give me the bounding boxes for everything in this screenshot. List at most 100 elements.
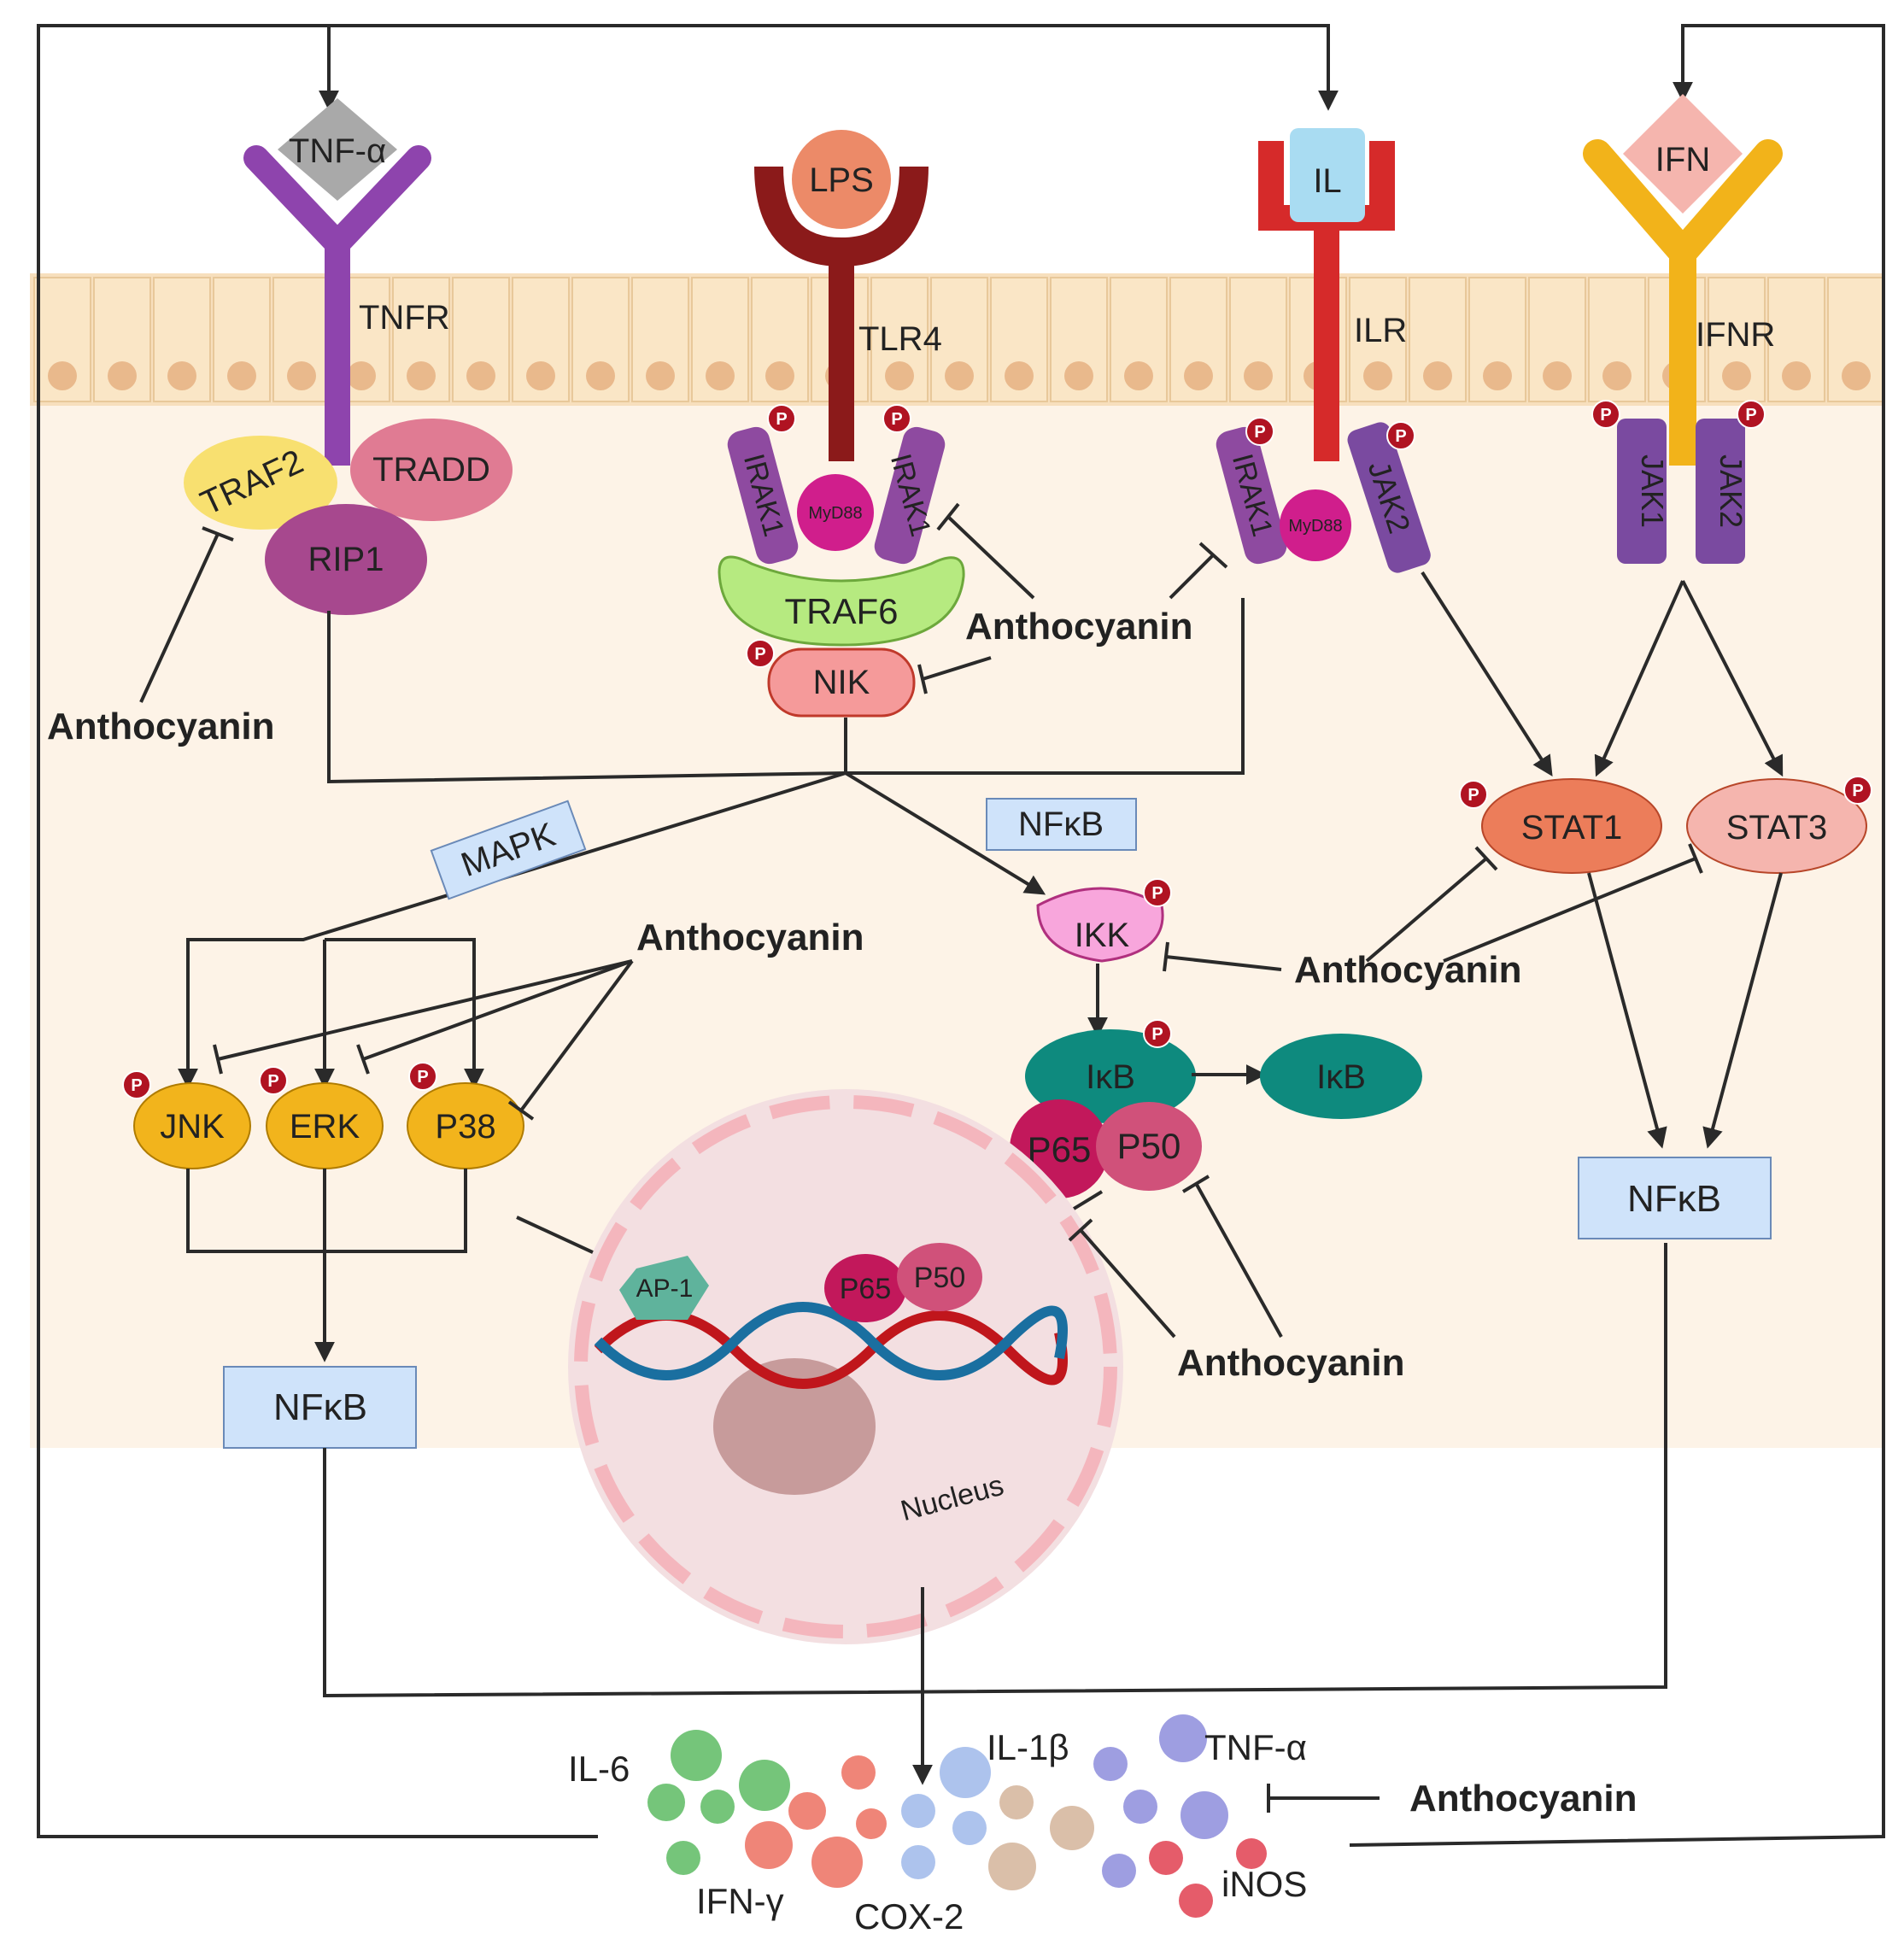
nfkb-label-right: NFκB [1627, 1178, 1721, 1220]
myd88-ilr-label: MyD88 [1288, 517, 1342, 536]
il-ligand [1290, 128, 1365, 222]
ifn-receptor-complex: IFN IFNR JAK1 JAK2 [1583, 94, 1783, 564]
membrane-cell-nucleus [526, 361, 555, 390]
membrane-cell-nucleus [1184, 361, 1213, 390]
inhibit-irak1-ilr [1169, 542, 1228, 600]
il6-label: IL-6 [568, 1749, 630, 1789]
anthocyanin-mapk: Anthocyanin [636, 917, 864, 958]
p38-label: P38 [435, 1108, 495, 1145]
membrane-cell-nucleus [347, 361, 376, 390]
membrane-cells [33, 277, 1885, 402]
membrane-cell-nucleus [1782, 361, 1811, 390]
ifng-label: IFN-γ [696, 1881, 784, 1921]
inos-label: iNOS [1221, 1864, 1307, 1904]
phospho-marker [882, 404, 911, 433]
mediator-bubble [739, 1760, 790, 1811]
p65-cyto-label: P65 [1028, 1129, 1092, 1169]
tradd [350, 419, 513, 521]
dna-strand-red [594, 1310, 1068, 1389]
mediator-bubble [647, 1784, 685, 1821]
traf6 [718, 555, 965, 647]
ap1-label: AP-1 [636, 1274, 694, 1303]
nucleus: AP-1 P65 P50 Nucleus [568, 1089, 1123, 1644]
membrane-cell-nucleus [1064, 361, 1093, 390]
convergence-to-ikk [844, 771, 1046, 895]
membrane-cell-nucleus [167, 361, 196, 390]
membrane-cell-nucleus [1363, 361, 1392, 390]
mapk-merge [186, 1169, 467, 1253]
nfkb-label-top: NFκB [1018, 806, 1104, 843]
il1b-label: IL-1β [987, 1727, 1069, 1767]
inhibit-mediators [1267, 1784, 1380, 1813]
jak-to-stat1 [1594, 580, 1684, 777]
membrane-cell-nucleus [1244, 361, 1273, 390]
tnf-receptor-complex: TNF-α TNFR TRADD TRAF2 RIP1 [184, 98, 513, 615]
inhibit-nuclear-translocation [1068, 1218, 1176, 1339]
membrane-cell-nucleus [48, 361, 77, 390]
phospho-marker [1245, 417, 1274, 446]
ilr-label: ILR [1354, 312, 1407, 349]
mediator-bubble [856, 1808, 887, 1839]
mediator-bubble [1149, 1841, 1183, 1875]
phospho-marker [1591, 400, 1620, 429]
tradd-label: TRADD [372, 451, 490, 489]
membrane-cell-nucleus [1124, 361, 1153, 390]
ikb-bound [1025, 1029, 1196, 1123]
inflammatory-mediator-bubbles [647, 1714, 1267, 1918]
inhibit-traf2 [139, 526, 234, 703]
phospho-marker [259, 1066, 288, 1095]
inhibit-p38 [507, 959, 634, 1121]
p50-cyto-label: P50 [1117, 1126, 1181, 1166]
ikb-bound-label: IκB [1086, 1058, 1135, 1096]
membrane-cell-nucleus [646, 361, 675, 390]
phospho-marker-label: P [776, 410, 787, 429]
jak2-ifnr [1696, 419, 1745, 564]
phospho-marker [767, 404, 796, 433]
membrane-cell-nucleus [466, 361, 495, 390]
mediator-bubble [1179, 1884, 1213, 1918]
mediator-bubble [700, 1790, 735, 1824]
stat3 [1686, 778, 1867, 874]
traf2 [184, 436, 337, 530]
tnfr-label: TNFR [359, 299, 450, 337]
phospho-marker-label: P [417, 1068, 428, 1087]
anthocyanin-tnf: Anthocyanin [47, 706, 274, 747]
mediator-bubble [952, 1811, 987, 1845]
myd88-tlr4 [797, 474, 874, 551]
inhibit-erk [356, 959, 633, 1075]
phospho-marker [1737, 400, 1766, 429]
nfkb-label-box-top: NFκB [986, 798, 1137, 851]
cox2-label: COX-2 [854, 1896, 964, 1936]
jak1-label: JAK1 [1635, 454, 1670, 528]
feedback-loop-left [37, 24, 1339, 1838]
phospho-marker-label: P [1468, 786, 1479, 805]
jak1 [1617, 419, 1667, 564]
p65-nuc [824, 1254, 906, 1322]
jnk [133, 1082, 251, 1169]
nik [767, 647, 916, 718]
membrane-cell-nucleus [1423, 361, 1452, 390]
mapk-to-p38 [325, 938, 484, 1089]
phospho-marker [1843, 776, 1872, 805]
nfkb-label-left: NFκB [273, 1386, 367, 1428]
mediator-bubble [988, 1843, 1036, 1890]
ikb-free-label: IκB [1316, 1058, 1366, 1096]
jak2-ilr [1347, 422, 1431, 573]
myd88-tlr4-label: MyD88 [808, 504, 862, 523]
nfkb-left-to-output [323, 1243, 1667, 1698]
phospho-marker [1459, 780, 1488, 809]
il-label: IL [1313, 162, 1341, 200]
irak1-left [727, 426, 799, 565]
membrane-cell-nucleus [1005, 361, 1034, 390]
nik-label: NIK [813, 664, 870, 701]
jak-to-stat3 [1681, 580, 1784, 777]
mediator-bubble [901, 1794, 935, 1828]
phospho-marker-label: P [1745, 406, 1756, 425]
convergence-to-mapk [178, 771, 847, 1089]
dna-strand-blue [594, 1302, 1068, 1380]
mediator-bubble [841, 1755, 876, 1790]
mediator-bubble [745, 1821, 793, 1869]
phospho-marker-label: P [1852, 782, 1863, 800]
